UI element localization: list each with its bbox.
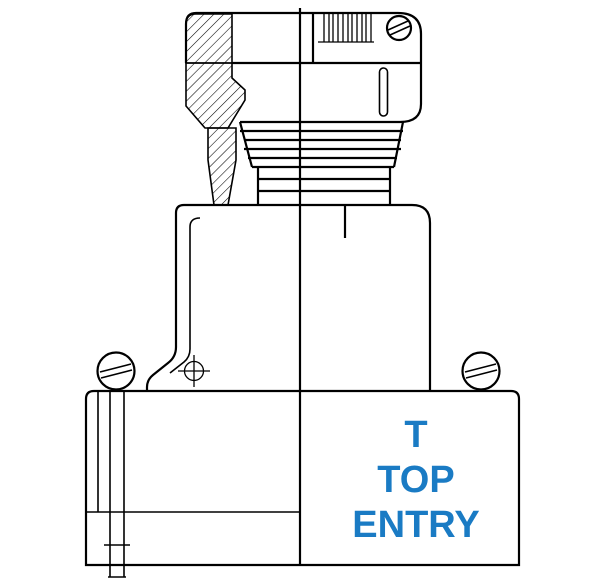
top-screw-icon — [385, 14, 413, 42]
entry-word-top: TOP — [377, 459, 454, 501]
body-right-outline — [411, 203, 432, 391]
neck — [256, 167, 392, 205]
shell-slot — [378, 67, 389, 117]
body-left-inner — [169, 217, 201, 374]
coupling-nut — [184, 11, 423, 206]
knurl-lines — [318, 14, 374, 43]
base-block — [84, 389, 521, 578]
crosshair-mark — [178, 355, 210, 387]
body — [145, 203, 432, 391]
entry-code-label: T — [404, 414, 427, 456]
base-outline — [84, 389, 521, 567]
body-left-outer — [145, 203, 185, 391]
entry-word-entry: ENTRY — [352, 504, 479, 546]
right-screw-icon — [461, 351, 501, 391]
section-hatching — [185, 13, 246, 206]
screw-shaft — [104, 391, 130, 578]
left-screw-icon — [96, 351, 136, 391]
thread-rings — [238, 121, 405, 169]
entry-label: T TOP ENTRY — [352, 414, 479, 546]
